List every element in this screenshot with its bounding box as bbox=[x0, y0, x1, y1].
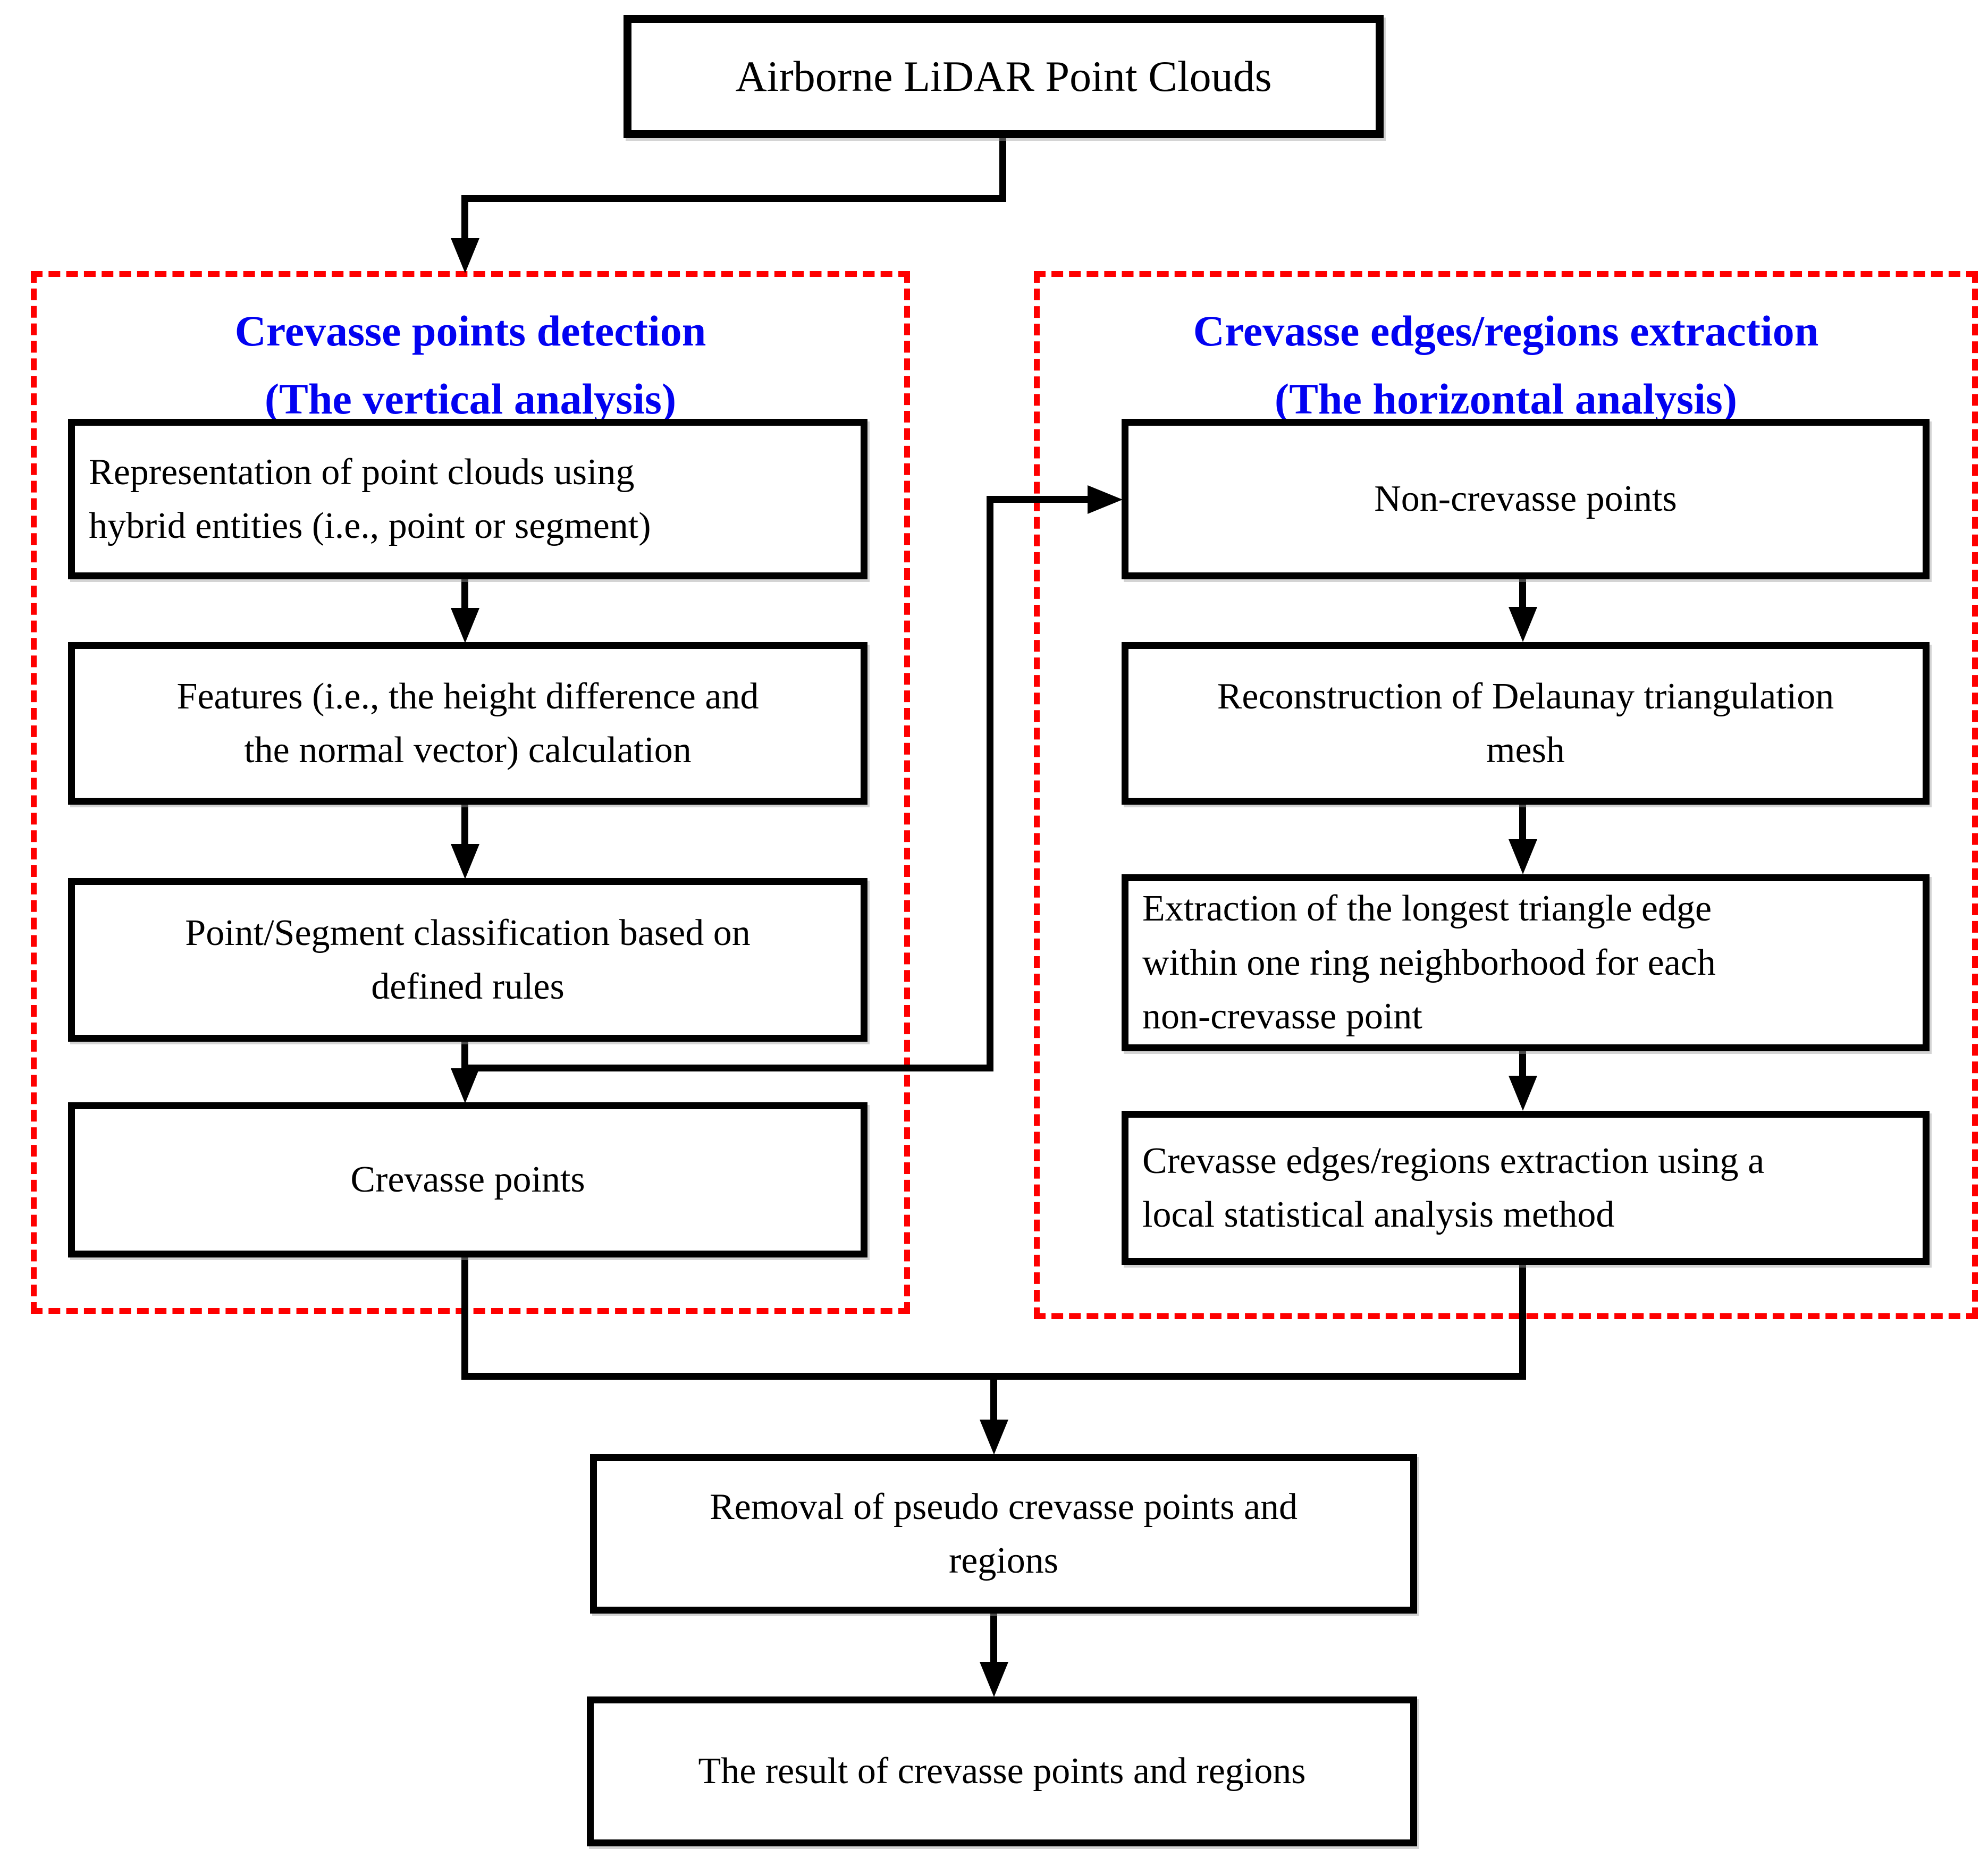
arrowhead-r2 bbox=[1509, 607, 1537, 642]
node-airborne-lidar-point-clouds: Airborne LiDAR Point Clouds bbox=[624, 15, 1384, 138]
node-label: Extraction of the longest triangle edge … bbox=[1142, 888, 1716, 1037]
connector-source-drop bbox=[461, 195, 468, 240]
arrowhead-l4 bbox=[451, 1068, 479, 1103]
connector-removal-result bbox=[990, 1614, 997, 1665]
connector-cross-vertical bbox=[987, 496, 993, 1071]
panel-right-title-line2: (The horizontal analysis) bbox=[1274, 375, 1738, 423]
node-removal-pseudo-crevasse: Removal of pseudo crevasse points and re… bbox=[590, 1454, 1417, 1614]
arrowhead-l3 bbox=[451, 844, 479, 879]
connector-l3-drop bbox=[461, 1041, 468, 1071]
node-point-segment-classification: Point/Segment classification based on de… bbox=[68, 878, 867, 1042]
node-delaunay-triangulation-mesh: Reconstruction of Delaunay triangulation… bbox=[1122, 642, 1930, 805]
connector-branch-horizontal bbox=[461, 1065, 993, 1071]
connector-merge-drop bbox=[990, 1373, 997, 1422]
node-label: The result of crevasse points and region… bbox=[698, 1751, 1306, 1792]
node-label: Removal of pseudo crevasse points and re… bbox=[709, 1486, 1298, 1582]
node-label: Features (i.e., the height difference an… bbox=[176, 676, 759, 771]
panel-left-title-line1: Crevasse points detection bbox=[234, 307, 706, 355]
connector-l2-l3 bbox=[461, 804, 468, 846]
node-label: Airborne LiDAR Point Clouds bbox=[735, 52, 1272, 100]
arrowhead-into-non-crevasse-points bbox=[1088, 485, 1123, 514]
connector-right-panel-down bbox=[1519, 1264, 1526, 1380]
arrowhead-l2 bbox=[451, 608, 479, 643]
arrowhead-r4 bbox=[1509, 1076, 1537, 1111]
node-label: Reconstruction of Delaunay triangulation… bbox=[1217, 676, 1834, 771]
connector-l1-l2 bbox=[461, 578, 468, 611]
node-non-crevasse-points: Non-crevasse points bbox=[1122, 419, 1930, 579]
node-longest-triangle-edge-extraction: Extraction of the longest triangle edge … bbox=[1122, 874, 1930, 1051]
node-edges-regions-statistical-extraction: Crevasse edges/regions extraction using … bbox=[1122, 1111, 1930, 1265]
arrowhead-into-removal bbox=[980, 1420, 1008, 1455]
node-label: Crevasse edges/regions extraction using … bbox=[1142, 1140, 1765, 1236]
node-crevasse-points: Crevasse points bbox=[68, 1102, 867, 1257]
panel-left-title-line2: (The vertical analysis) bbox=[264, 375, 677, 423]
connector-cross-horizontal bbox=[987, 496, 1089, 503]
connector-crevasse-points-down bbox=[461, 1256, 468, 1380]
node-features-calculation: Features (i.e., the height difference an… bbox=[68, 642, 867, 805]
connector-r2-r3 bbox=[1519, 804, 1526, 841]
arrowhead-r3 bbox=[1509, 839, 1537, 874]
node-representation-hybrid-entities: Representation of point clouds using hyb… bbox=[68, 419, 867, 579]
connector-r1-r2 bbox=[1519, 578, 1526, 609]
connector-source-vertical bbox=[999, 137, 1006, 202]
node-result-crevasse-points-regions: The result of crevasse points and region… bbox=[587, 1696, 1417, 1846]
arrowhead-into-left-panel bbox=[451, 238, 479, 273]
node-label: Non-crevasse points bbox=[1374, 478, 1677, 520]
node-label: Representation of point clouds using hyb… bbox=[89, 451, 651, 547]
panel-crevasse-points-detection: Crevasse points detection (The vertical … bbox=[31, 271, 910, 1314]
connector-r3-r4 bbox=[1519, 1050, 1526, 1078]
node-label: Point/Segment classification based on de… bbox=[185, 912, 751, 1008]
panel-right-title-line1: Crevasse edges/regions extraction bbox=[1193, 307, 1819, 355]
panel-crevasse-edges-regions-extraction: Crevasse edges/regions extraction (The h… bbox=[1034, 271, 1978, 1319]
node-label: Crevasse points bbox=[350, 1159, 585, 1201]
arrowhead-into-result bbox=[980, 1662, 1008, 1697]
connector-source-horizontal bbox=[461, 195, 1006, 202]
